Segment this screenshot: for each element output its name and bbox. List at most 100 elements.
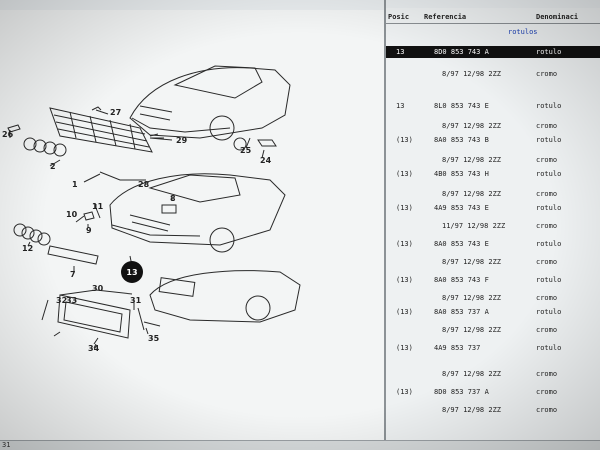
- diagram-drawing: [7, 65, 301, 349]
- row-referencia: 8A0 853 737 A: [434, 308, 489, 316]
- row-referencia: 4A9 853 743 E: [434, 204, 489, 212]
- callout-13-highlighted[interactable]: 13: [121, 261, 143, 283]
- row-denominacion: rotulo: [536, 102, 562, 110]
- row-color: cromo: [536, 190, 558, 198]
- row-color: cromo: [536, 370, 558, 378]
- callout-32[interactable]: 32: [56, 296, 68, 305]
- row-denominacion: rotulo: [536, 136, 562, 144]
- row-date-range: 8/97 12/98 2ZZ: [442, 326, 502, 334]
- parts-list-header: Posic Referencia Denominaci: [386, 12, 600, 24]
- row-posicion: 13: [396, 48, 405, 56]
- row-referencia: 4A9 853 737: [434, 344, 481, 352]
- parts-subrow[interactable]: 8/97 12/98 2ZZ cromo: [386, 188, 600, 200]
- row-referencia: 8L0 853 743 E: [434, 102, 489, 110]
- status-bar: 31: [0, 440, 600, 450]
- callout-25[interactable]: 25: [240, 146, 252, 155]
- callout-34[interactable]: 34: [88, 344, 100, 353]
- parts-subrow[interactable]: 8/97 12/98 2ZZ cromo: [386, 154, 600, 166]
- row-color: cromo: [536, 122, 558, 130]
- parts-subrow[interactable]: 8/97 12/98 2ZZ cromo: [386, 368, 600, 380]
- callout-31[interactable]: 31: [130, 296, 142, 305]
- parts-row[interactable]: (13) 8A0 853 737 A rotulo: [386, 306, 600, 318]
- row-date-range: 8/97 12/98 2ZZ: [442, 370, 502, 378]
- header-referencia[interactable]: Referencia: [424, 13, 467, 21]
- row-date-range: 8/97 12/98 2ZZ: [442, 294, 502, 302]
- callout-12[interactable]: 12: [22, 244, 34, 253]
- panel-divider[interactable]: [384, 0, 386, 450]
- row-color: cromo: [536, 326, 558, 334]
- row-posicion: (13): [396, 344, 413, 352]
- row-denominacion: rotulo: [536, 48, 562, 56]
- row-date-range: 8/97 12/98 2ZZ: [442, 258, 502, 266]
- callout-24[interactable]: 24: [260, 156, 272, 165]
- parts-subrow[interactable]: 8/97 12/98 2ZZ cromo: [386, 68, 600, 80]
- row-posicion: (13): [396, 308, 413, 316]
- row-denominacion: rotulo: [536, 204, 562, 212]
- parts-list-panel: Posic Referencia Denominaci rotulos 13 8D…: [386, 8, 600, 444]
- row-date-range: 8/97 12/98 2ZZ: [442, 156, 502, 164]
- header-denominacion[interactable]: Denominaci: [536, 13, 579, 21]
- row-referencia: 4B0 853 743 H: [434, 170, 489, 178]
- row-referencia: 8D0 853 743 A: [434, 48, 489, 56]
- parts-row[interactable]: (13) 8D0 853 737 A cromo: [386, 386, 600, 398]
- parts-subrow[interactable]: 8/97 12/98 2ZZ cromo: [386, 292, 600, 304]
- row-date-range: 8/97 12/98 2ZZ: [442, 122, 502, 130]
- callout-8[interactable]: 8: [170, 194, 176, 203]
- row-color: cromo: [536, 406, 558, 414]
- row-denominacion: rotulo: [536, 276, 562, 284]
- row-posicion: 13: [396, 102, 405, 110]
- row-color: cromo: [536, 294, 558, 302]
- row-date-range: 8/97 12/98 2ZZ: [442, 70, 502, 78]
- parts-subrow[interactable]: 8/97 12/98 2ZZ cromo: [386, 120, 600, 132]
- row-date-range: 8/97 12/98 2ZZ: [442, 190, 502, 198]
- row-color: cromo: [536, 222, 558, 230]
- row-posicion: (13): [396, 240, 413, 248]
- row-denominacion: rotulo: [536, 344, 562, 352]
- row-posicion: (13): [396, 276, 413, 284]
- callout-10[interactable]: 10: [66, 210, 78, 219]
- row-date-range: 8/97 12/98 2ZZ: [442, 406, 502, 414]
- row-denominacion: rotulo: [536, 240, 562, 248]
- callout-11[interactable]: 11: [92, 202, 104, 211]
- callout-30[interactable]: 30: [92, 284, 104, 293]
- parts-row[interactable]: 13 8D0 853 743 A rotulo: [386, 46, 600, 58]
- parts-subrow[interactable]: 8/97 12/98 2ZZ cromo: [386, 404, 600, 416]
- status-text: 31: [2, 441, 11, 449]
- callout-1[interactable]: 1: [72, 180, 78, 189]
- row-date-range: 11/97 12/98 2ZZ: [442, 222, 506, 230]
- callout-2[interactable]: 2: [50, 162, 56, 171]
- callout-28[interactable]: 28: [138, 180, 150, 189]
- parts-row[interactable]: 13 8L0 853 743 E rotulo: [386, 100, 600, 112]
- callout-33[interactable]: 33: [66, 296, 78, 305]
- parts-row[interactable]: (13) 4A9 853 743 E rotulo: [386, 202, 600, 214]
- callout-35[interactable]: 35: [148, 334, 160, 343]
- row-denominacion: cromo: [536, 388, 558, 396]
- section-label: rotulos: [508, 28, 538, 36]
- callout-27[interactable]: 27: [110, 108, 122, 117]
- row-referencia: 8D0 853 737 A: [434, 388, 489, 396]
- row-referencia: 8A0 853 743 E: [434, 240, 489, 248]
- parts-subrow[interactable]: 8/97 12/98 2ZZ cromo: [386, 324, 600, 336]
- callout-9[interactable]: 9: [86, 226, 92, 235]
- callout-7[interactable]: 7: [70, 270, 76, 279]
- row-color: cromo: [536, 258, 558, 266]
- parts-row[interactable]: (13) 8A0 853 743 E rotulo: [386, 238, 600, 250]
- callout-29[interactable]: 29: [176, 136, 188, 145]
- callout-26[interactable]: 26: [2, 130, 14, 139]
- row-posicion: (13): [396, 388, 413, 396]
- row-color: cromo: [536, 156, 558, 164]
- exploded-parts-diagram[interactable]: 26 27 29 2 1 28 25 24 8 11 10 9 12 7 13 …: [0, 10, 384, 440]
- row-color: cromo: [536, 70, 558, 78]
- parts-subrow[interactable]: 8/97 12/98 2ZZ cromo: [386, 256, 600, 268]
- row-posicion: (13): [396, 204, 413, 212]
- parts-subrow[interactable]: 11/97 12/98 2ZZ cromo: [386, 220, 600, 232]
- row-denominacion: rotulo: [536, 308, 562, 316]
- row-posicion: (13): [396, 170, 413, 178]
- parts-row[interactable]: (13) 4A9 853 737 rotulo: [386, 342, 600, 354]
- header-posicion[interactable]: Posic: [388, 13, 410, 21]
- row-posicion: (13): [396, 136, 413, 144]
